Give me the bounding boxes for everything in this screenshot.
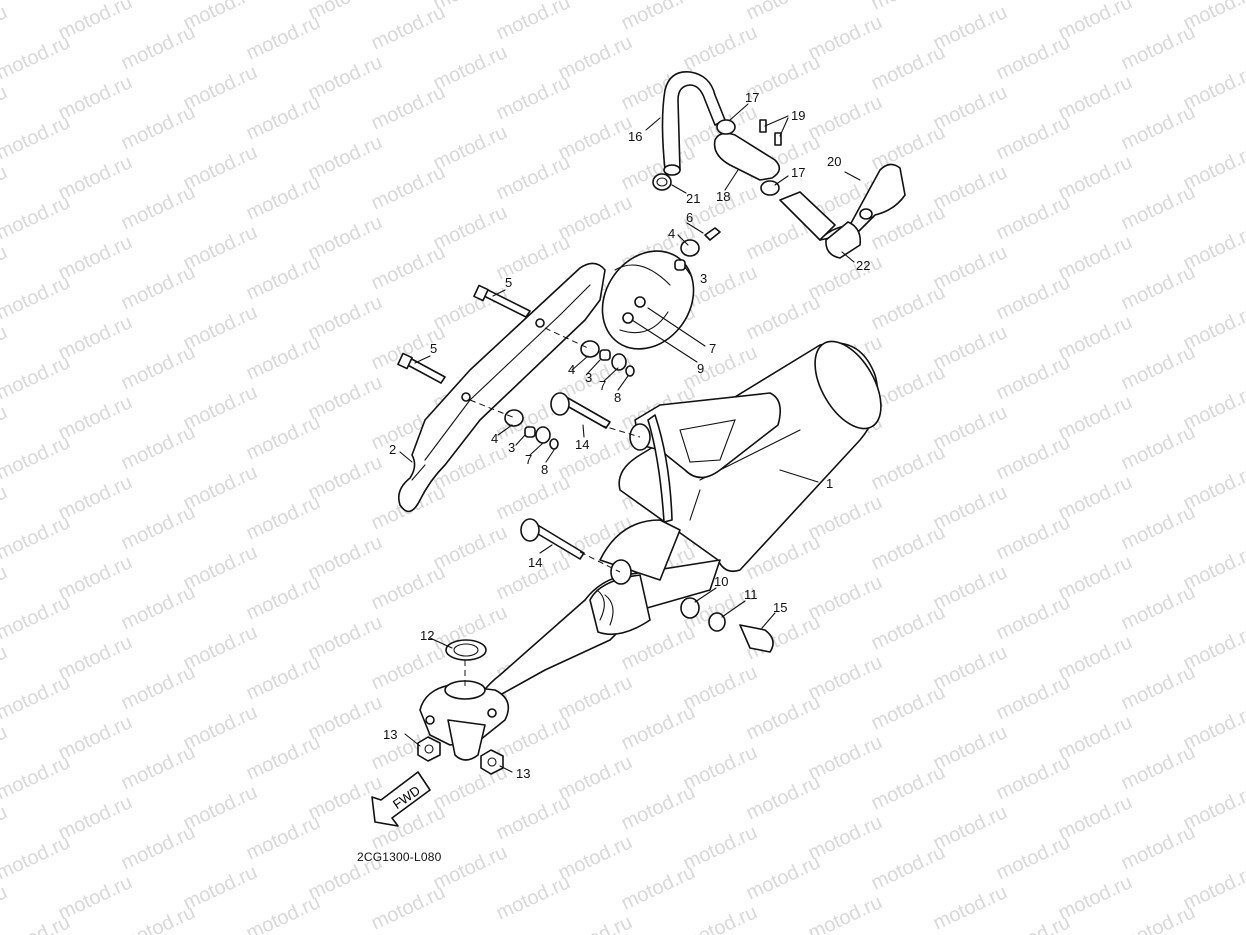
air-hose-16 xyxy=(661,71,726,176)
hose-clip-21 xyxy=(652,173,672,191)
muffler xyxy=(618,340,882,573)
callout-8-middle: 8 xyxy=(614,390,621,405)
callout-13-right: 13 xyxy=(516,766,530,781)
leader-lines xyxy=(399,103,861,773)
fwd-arrow: FWD xyxy=(371,771,431,827)
air-filter-cap xyxy=(825,221,862,259)
air-hose-20 xyxy=(779,163,906,241)
callout-13-left: 13 xyxy=(383,727,397,742)
callout-18: 18 xyxy=(716,189,730,204)
callout-14-lower: 14 xyxy=(528,555,542,570)
callout-1: 1 xyxy=(826,476,833,491)
muffler-cover xyxy=(601,250,695,350)
flange-nuts xyxy=(417,736,504,775)
damper-set xyxy=(680,597,774,653)
callout-4-lower: 4 xyxy=(491,431,498,446)
assembly-guide-lines xyxy=(464,327,641,690)
callout-21: 21 xyxy=(686,191,700,206)
callout-3-lower: 3 xyxy=(508,440,515,455)
callout-19: 19 xyxy=(791,108,805,123)
callout-4-upper: 4 xyxy=(668,226,675,241)
callout-3-middle: 3 xyxy=(585,370,592,385)
callout-12: 12 xyxy=(420,628,434,643)
callout-8-lower: 8 xyxy=(541,462,548,477)
callout-5-upper: 5 xyxy=(505,275,512,290)
callout-7-middle: 7 xyxy=(599,378,606,393)
callout-9: 9 xyxy=(697,361,704,376)
callout-20: 20 xyxy=(827,154,841,169)
callout-4-middle: 4 xyxy=(568,362,575,377)
callout-6: 6 xyxy=(686,210,693,225)
bolts xyxy=(397,227,721,560)
callout-17-lower: 17 xyxy=(791,165,805,180)
callout-16: 16 xyxy=(628,129,642,144)
exhaust-flange xyxy=(419,680,510,761)
callout-15: 15 xyxy=(773,600,787,615)
callout-14-upper: 14 xyxy=(575,437,589,452)
callout-17-upper: 17 xyxy=(745,90,759,105)
callout-22: 22 xyxy=(856,258,870,273)
reed-valve-assembly xyxy=(713,119,782,196)
callout-7-lower: 7 xyxy=(525,452,532,467)
callout-5-lower: 5 xyxy=(430,341,437,356)
exhaust-pipe xyxy=(464,519,721,726)
callout-10: 10 xyxy=(714,574,728,589)
callout-3-upper: 3 xyxy=(700,271,707,286)
callout-2: 2 xyxy=(389,442,396,457)
callout-labels: 1 2 3 3 3 4 4 4 5 5 6 7 7 7 8 8 9 10 11 … xyxy=(383,90,870,781)
diagram-code: 2CG1300-L080 xyxy=(357,850,442,864)
callout-7-upper: 7 xyxy=(709,341,716,356)
washers-collars xyxy=(445,239,700,661)
callout-11: 11 xyxy=(744,587,758,602)
